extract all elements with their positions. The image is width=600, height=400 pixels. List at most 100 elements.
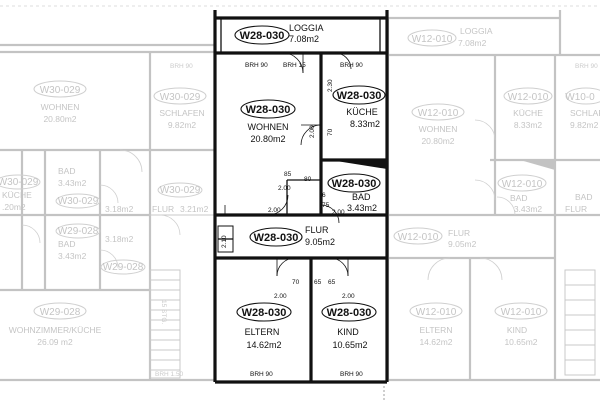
dim-brh90-eltern: BRH 90 [250,371,273,378]
kind-door-swing [329,257,349,277]
left-wohnen-name: WOHNEN [41,102,80,112]
kueche-area: 8.33m2 [350,119,380,129]
dim-200-kind: 2.00 [342,293,355,300]
kueche-code: W28-030 [337,90,382,102]
right-wohnen-code: W12-010 [418,108,459,119]
flur-name: FLUR [305,225,329,235]
dim-200-living: 2.00 [278,185,291,192]
left-schlafen-name: SCHLAFEN [159,108,204,118]
eltern-area: 14.62m2 [246,340,281,350]
dim-210: 2.10 [221,235,228,248]
kueche-name: KÜCHE [346,107,378,117]
left-flur-upper2-code: W30-029 [160,185,201,196]
wohnen-code: W28-030 [246,104,291,116]
right-bad-name: BAD [510,193,527,203]
bad-code: W28-030 [332,178,377,190]
kueche-code-oval [332,85,386,105]
dim-70-eltern: 70 [292,279,300,286]
living-door-swing [267,194,289,216]
loggia-area: 7.08m2 [289,34,319,44]
right-kind-area: 10.65m2 [504,337,537,347]
dim-65-left: 65 [314,279,322,286]
far-right-bad-name: BAD [575,192,592,202]
dim-brh90-kind: BRH 90 [340,371,363,378]
wohnen-code-oval [240,99,296,119]
left-stair-text: 15 STG. [160,300,167,324]
left-flur-upper2-name: FLUR [152,204,174,214]
dim-brh90-kitchen: BRH 90 [340,62,363,69]
left-room-lower-code: W29-028 [103,262,144,273]
left-brh90: BRH 90 [170,63,193,70]
right-eltern-area: 14.62m2 [419,337,452,347]
right-eltern-name: ELTERN [420,325,453,335]
far-right-schlafen-code: W10-0 [565,92,595,103]
loggia-code-oval [234,25,290,45]
flur-code-oval [249,227,303,247]
right-flur-code: W12-010 [398,232,439,243]
right-loggia-code: W12-010 [412,34,453,45]
right-loggia-area: 7.08m2 [458,38,487,48]
left-wohnzimmer-code: W29-028 [40,307,81,318]
wohnen-name: WOHNEN [248,122,289,132]
far-right-flur-name: FLUR [565,204,587,214]
left-wohnzimmer-name: WOHNZIMMER/KÜCHE [9,325,102,335]
right-bad-area: 3.43m2 [514,204,543,214]
bad-name: BAD [352,192,371,202]
dim-200-kitchen: 2.00 [309,125,316,138]
right-flur-name: FLUR [448,228,470,238]
unit-w28-030: W28-030 LOGGIA 7.08m2 W28-030 WOHNEN 20.… [213,10,389,384]
bad-area: 3.43m2 [347,203,377,213]
right-eltern-code: W12-010 [416,307,457,318]
dim-200-flur: 2.00 [268,207,281,214]
right-kueche-area: 8.33m2 [514,120,543,130]
right-kind-code: W12-010 [501,307,542,318]
dim-85: 85 [284,171,292,178]
kind-name: KIND [337,327,359,337]
left-bad-lower-name: BAD [58,239,75,249]
left-schlafen-area: 9.82m2 [168,120,197,130]
dim-65-right: 65 [328,279,336,286]
left-bad-lower-area: 3.43m2 [58,251,87,261]
eltern-name: ELTERN [245,327,280,337]
right-wohnen-name: WOHNEN [419,124,458,134]
right-bad-code: W12-010 [502,179,543,190]
left-neighbor-units: W30-029 WOHNEN 20.80m2 W30-029 SCHLAFEN … [0,43,215,382]
eltern-code-oval [236,302,292,322]
right-flur-area: 9.05m2 [448,239,477,249]
dim-75: 75 [322,202,330,209]
kind-code-oval [321,302,377,322]
bad-code-oval [327,173,381,193]
flur-code: W28-030 [254,232,299,244]
left-kueche-code: W30-029 [0,177,39,188]
left-flur-lower-area: 3.18m2 [105,234,134,244]
dim-200-eltern: 2.00 [274,293,287,300]
dim-70-kitchen: 70 [327,128,334,136]
dim-brh15: BRH 15 [283,62,306,69]
left-brh150: BRH 1.50 [155,371,184,378]
left-flur-upper2-area: 3.21m2 [180,204,209,214]
right-neighbor-units: W12-010 LOGGIA 7.08m2 W12-010 WOHNEN 20.… [386,10,600,382]
left-schlafen-code: W30-029 [160,92,201,103]
left-wohnen-area: 20.80m2 [43,114,76,124]
far-right-schlafen-area: 9.82m2 [570,120,599,130]
wohnen-area: 20.80m2 [250,134,285,144]
loggia-code: W28-030 [240,30,285,42]
left-bad-lower-code: W29-028 [58,226,99,237]
left-wohnen-code: W30-029 [40,85,81,96]
bath-door-swing [320,204,340,224]
left-wohnzimmer-area: 26.09 m2 [37,337,73,347]
right-kueche-name: KÜCHE [513,108,543,118]
eltern-door-swing [276,257,296,277]
right-wohnen-area: 20.80m2 [421,136,454,146]
dim-230: 2.30 [327,79,334,92]
dim-6: 6 [322,192,326,199]
left-bad-upper-name: BAD [58,166,75,176]
left-flur-upper-code: W30-029 [58,196,99,207]
left-bad-upper-area: 3.43m2 [58,178,87,188]
dim-brh90-living: BRH 90 [245,62,268,69]
loggia-name: LOGGIA [289,23,324,33]
right-loggia-name: LOGGIA [460,26,493,36]
kind-code: W28-030 [327,307,372,319]
dim-200-bad: 2.00 [332,209,345,216]
